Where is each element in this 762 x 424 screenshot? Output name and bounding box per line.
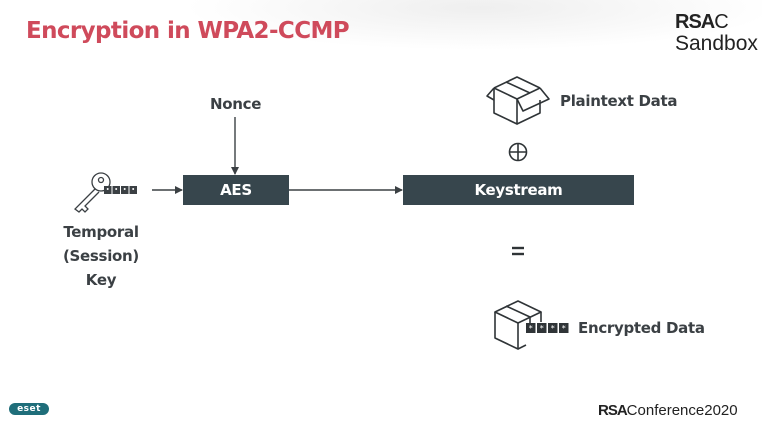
aes-label: AES [220,181,252,199]
svg-text:*: * [529,324,533,333]
keystream-label: Keystream [474,181,563,199]
sandbox-text: Sandbox [675,32,758,55]
slide-title: Encryption in WPA2-CCMP [26,18,350,44]
svg-text:*: * [540,324,544,333]
key-label-line-3: Key [85,271,117,289]
encrypted-label: Encrypted Data [578,319,705,337]
rsa-mark: RSA [675,11,715,33]
plaintext-label: Plaintext Data [560,92,678,110]
nonce-label: Nonce [210,95,262,113]
keystream-box: Keystream [403,175,634,205]
masked-password-icon [104,186,137,194]
svg-text:*: * [551,324,555,333]
key-label-line-2: (Session) [63,247,139,265]
rsa-conference-text: Conference2020 [626,402,738,419]
rsac-sandbox-logo: RSAC Sandbox [675,12,758,54]
rsa-conference-logo: RSAConference2020 [598,402,738,419]
equals-symbol [512,246,524,256]
rsac-suffix: C [714,11,729,33]
open-box-icon [486,76,550,125]
key-label-line-1: Temporal [63,223,139,241]
svg-text:*: * [562,324,566,333]
temporal-key-label: Temporal (Session) Key [56,220,146,292]
eset-logo: eset [9,403,49,415]
xor-symbol [508,142,528,162]
encrypted-mask-icon: * * * * [526,323,569,333]
key-icon [74,172,111,213]
rsa-conference-mark: RSA [598,402,628,419]
aes-box: AES [183,175,289,205]
closed-box-icon [494,300,542,350]
